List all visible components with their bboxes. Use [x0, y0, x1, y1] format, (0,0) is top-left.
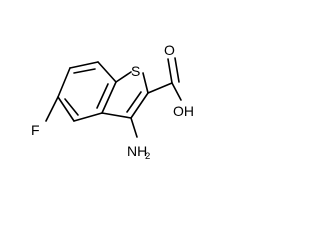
bond-c5-c4: [57, 96, 75, 122]
atom-amino-label: NH: [127, 143, 147, 159]
bond-c3a-c7a: [101, 81, 117, 114]
double-bond-c5-c4: [64, 98, 79, 116]
chemical-structure-diagram: S F O OH NH 2: [31, 42, 194, 162]
bond-c7-c6: [69, 61, 99, 69]
atom-carbonyl-oxygen-label: O: [164, 42, 175, 58]
bond-carbonyl-double-2: [174, 57, 180, 83]
bond-c4-c3a: [73, 112, 103, 122]
double-bond-c2-c3: [126, 91, 142, 113]
bond-c-oh: [171, 82, 182, 101]
bond-s1-c2: [142, 72, 149, 94]
atom-sulfur-label: S: [131, 63, 140, 79]
bond-c7a-s1: [115, 71, 132, 83]
atom-hydroxyl-label: OH: [173, 103, 194, 119]
bond-c2-c3: [130, 92, 149, 119]
bond-c7a-c7: [97, 61, 117, 83]
bond-c3-c3a: [101, 112, 132, 119]
bond-c3-n: [130, 117, 138, 138]
bond-c6-c5: [57, 67, 71, 98]
thiophene-ring: [101, 71, 149, 119]
benzene-ring: [57, 61, 117, 122]
atom-amino-subscript: 2: [145, 151, 150, 162]
substituent-bonds: [45, 57, 182, 138]
bond-carbonyl-double-1: [167, 58, 173, 84]
atom-fluorine-label: F: [31, 122, 40, 138]
bond-c5-f: [45, 96, 59, 122]
double-bond-c7-c6: [73, 68, 96, 74]
bond-c2-cooh: [147, 82, 173, 94]
double-bond-c3a-c7a: [96, 83, 109, 109]
